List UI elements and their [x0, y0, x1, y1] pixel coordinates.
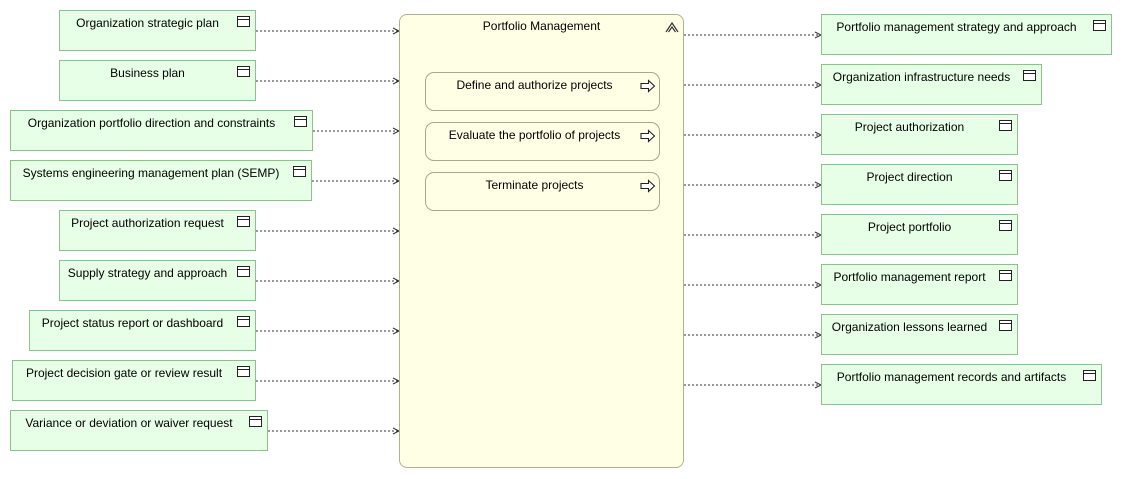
input-object[interactable]: Organization portfolio direction and con…: [10, 110, 313, 151]
activity-label: Define and authorize projects: [456, 78, 613, 92]
object-node-icon: [237, 16, 250, 27]
activity-terminate-projects[interactable]: Terminate projects: [425, 172, 660, 211]
object-node-icon: [999, 220, 1012, 231]
call-behavior-arrow-icon: [640, 129, 656, 143]
output-flow-connector: [684, 81, 823, 89]
input-object[interactable]: Variance or deviation or waiver request: [10, 410, 268, 451]
object-node-icon: [1023, 70, 1036, 81]
output-object-label: Organization lessons learned: [831, 320, 988, 334]
call-behavior-arrow-icon: [640, 179, 656, 193]
input-object-label: Project status report or dashboard: [41, 316, 224, 330]
input-flow-connector: [256, 327, 401, 335]
input-object[interactable]: Systems engineering management plan (SEM…: [10, 160, 312, 201]
object-node-icon: [999, 270, 1012, 281]
object-node-icon: [1093, 20, 1106, 31]
output-object-label: Project direction: [866, 170, 953, 184]
object-node-icon: [999, 320, 1012, 331]
input-flow-connector: [256, 77, 401, 85]
object-node-icon: [237, 266, 250, 277]
output-flow-connector: [684, 181, 823, 189]
input-flow-connector: [312, 177, 401, 185]
object-node-icon: [237, 66, 250, 77]
object-node-icon: [249, 416, 262, 427]
output-object-label: Project authorization: [854, 120, 965, 134]
input-flow-connector: [256, 277, 401, 285]
object-node-icon: [999, 170, 1012, 181]
object-node-icon: [294, 116, 307, 127]
output-object[interactable]: Organization lessons learned: [821, 314, 1018, 355]
output-object-label: Portfolio management report: [833, 270, 986, 284]
input-object-label: Organization portfolio direction and con…: [27, 116, 276, 130]
output-object[interactable]: Portfolio management strategy and approa…: [821, 14, 1112, 55]
input-object-label: Organization strategic plan: [76, 16, 219, 30]
output-object[interactable]: Project portfolio: [821, 214, 1018, 255]
output-object[interactable]: Portfolio management records and artifac…: [821, 364, 1102, 405]
input-object[interactable]: Supply strategy and approach: [59, 260, 256, 301]
output-object-label: Project portfolio: [867, 220, 952, 234]
output-flow-connector: [684, 331, 823, 339]
output-object[interactable]: Portfolio management report: [821, 264, 1018, 305]
portfolio-management-process[interactable]: Portfolio Management Define and authoriz…: [399, 14, 684, 468]
input-object[interactable]: Project decision gate or review result: [12, 360, 256, 401]
input-object-label: Variance or deviation or waiver request: [25, 416, 233, 430]
object-node-icon: [237, 316, 250, 327]
input-object[interactable]: Project status report or dashboard: [29, 310, 256, 351]
object-node-icon: [293, 166, 306, 177]
input-flow-connector: [256, 377, 401, 385]
input-flow-connector: [313, 127, 401, 135]
activity-label: Evaluate the portfolio of projects: [448, 128, 621, 142]
activity-evaluate-portfolio[interactable]: Evaluate the portfolio of projects: [425, 122, 660, 161]
output-object-label: Portfolio management records and artifac…: [836, 370, 1067, 384]
object-node-icon: [237, 366, 250, 377]
input-object-label: Project authorization request: [71, 216, 224, 230]
process-title: Portfolio Management: [482, 19, 601, 33]
output-object-label: Portfolio management strategy and approa…: [836, 20, 1077, 34]
output-flow-connector: [684, 131, 823, 139]
call-behavior-arrow-icon: [640, 79, 656, 93]
input-flow-connector: [256, 227, 401, 235]
output-flow-connector: [684, 381, 823, 389]
activity-define-authorize-projects[interactable]: Define and authorize projects: [425, 72, 660, 111]
input-object-label: Project decision gate or review result: [25, 366, 223, 380]
object-node-icon: [1083, 370, 1096, 381]
input-flow-connector: [268, 427, 401, 435]
input-flow-connector: [256, 27, 401, 35]
object-node-icon: [237, 216, 250, 227]
output-flow-connector: [684, 231, 823, 239]
input-object-label: Systems engineering management plan (SEM…: [22, 166, 280, 180]
input-object-label: Supply strategy and approach: [67, 266, 228, 280]
activity-label: Terminate projects: [485, 178, 584, 192]
input-object[interactable]: Organization strategic plan: [59, 10, 256, 51]
output-object[interactable]: Project direction: [821, 164, 1018, 205]
output-flow-connector: [684, 281, 823, 289]
object-node-icon: [999, 120, 1012, 131]
input-object[interactable]: Project authorization request: [59, 210, 256, 251]
output-object[interactable]: Project authorization: [821, 114, 1018, 155]
input-object[interactable]: Business plan: [59, 60, 256, 101]
output-object[interactable]: Organization infrastructure needs: [821, 64, 1042, 105]
input-object-label: Business plan: [110, 66, 185, 80]
output-flow-connector: [684, 31, 823, 39]
output-object-label: Organization infrastructure needs: [832, 70, 1011, 84]
collapse-chevron-icon[interactable]: [664, 19, 680, 35]
